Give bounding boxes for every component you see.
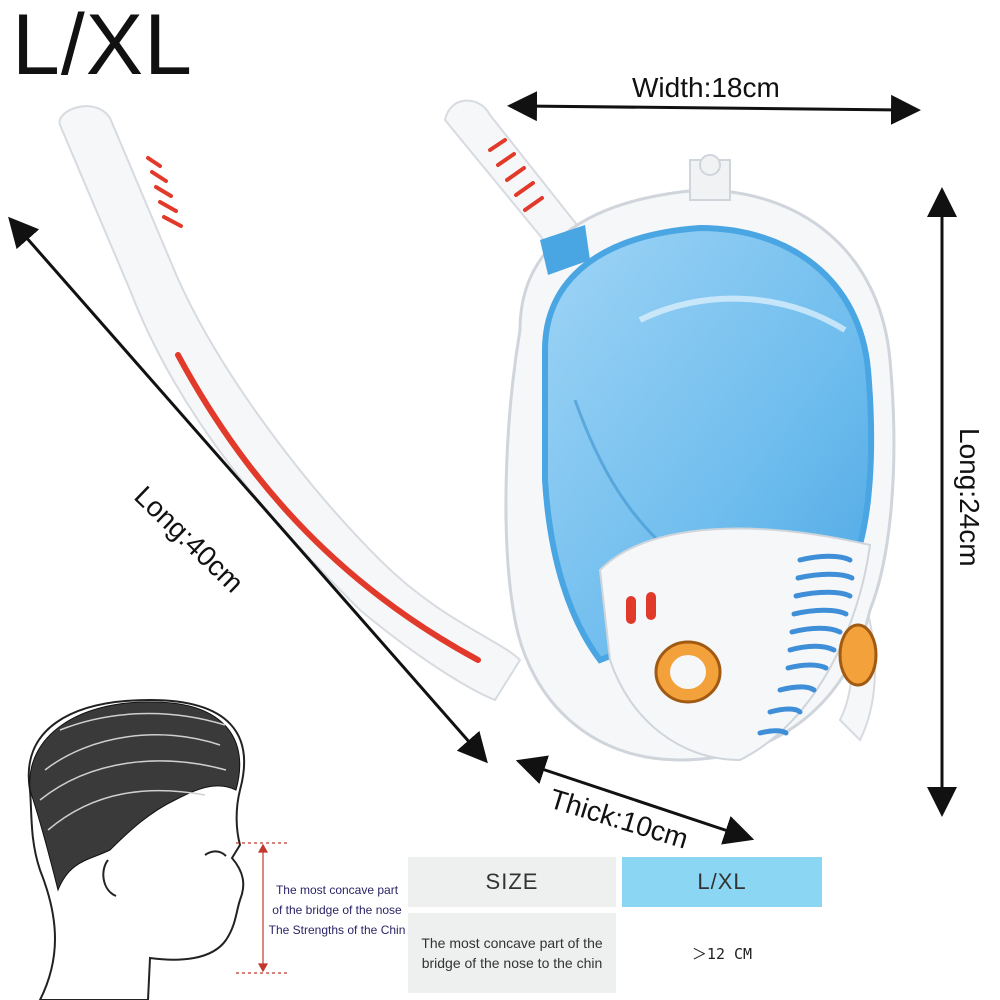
measure-label-cell: The most concave part of the bridge of t…	[408, 913, 616, 993]
thickness-arrow	[515, 755, 755, 845]
size-table-header-row: SIZE L/XL	[408, 857, 822, 907]
mask-mouthpiece	[598, 527, 878, 762]
size-value-cell: L/XL	[622, 857, 822, 907]
size-header-value: L/XL	[697, 869, 747, 894]
face-note-line-2: of the bridge of the nose	[272, 903, 402, 917]
face-measure-guide	[236, 842, 290, 974]
head-profile-illustration	[27, 698, 245, 1000]
tube-length-arrow	[8, 216, 488, 764]
size-table-measure-row: The most concave part of the bridge of t…	[408, 913, 822, 993]
face-notes: The most concave part of the bridge of t…	[262, 880, 412, 940]
mask-length-label: Long:24cm	[954, 428, 985, 567]
face-note-line-3: The Strengths of the Chin	[268, 923, 406, 937]
size-table: SIZE L/XL The most concave part of the b…	[408, 857, 822, 993]
size-header-cell: SIZE	[408, 857, 616, 907]
face-note-line-1: The most concave part	[275, 883, 399, 897]
width-label: Width:18cm	[632, 72, 780, 103]
left-snorkel-tube	[58, 105, 522, 702]
measure-label: The most concave part of the bridge of t…	[421, 935, 603, 971]
size-title: L/XL	[12, 0, 193, 93]
width-arrow	[507, 91, 921, 125]
measure-value-cell: ＞12 CM	[622, 913, 822, 993]
size-header-label: SIZE	[485, 869, 539, 894]
measure-value: ＞12 CM	[691, 944, 753, 963]
